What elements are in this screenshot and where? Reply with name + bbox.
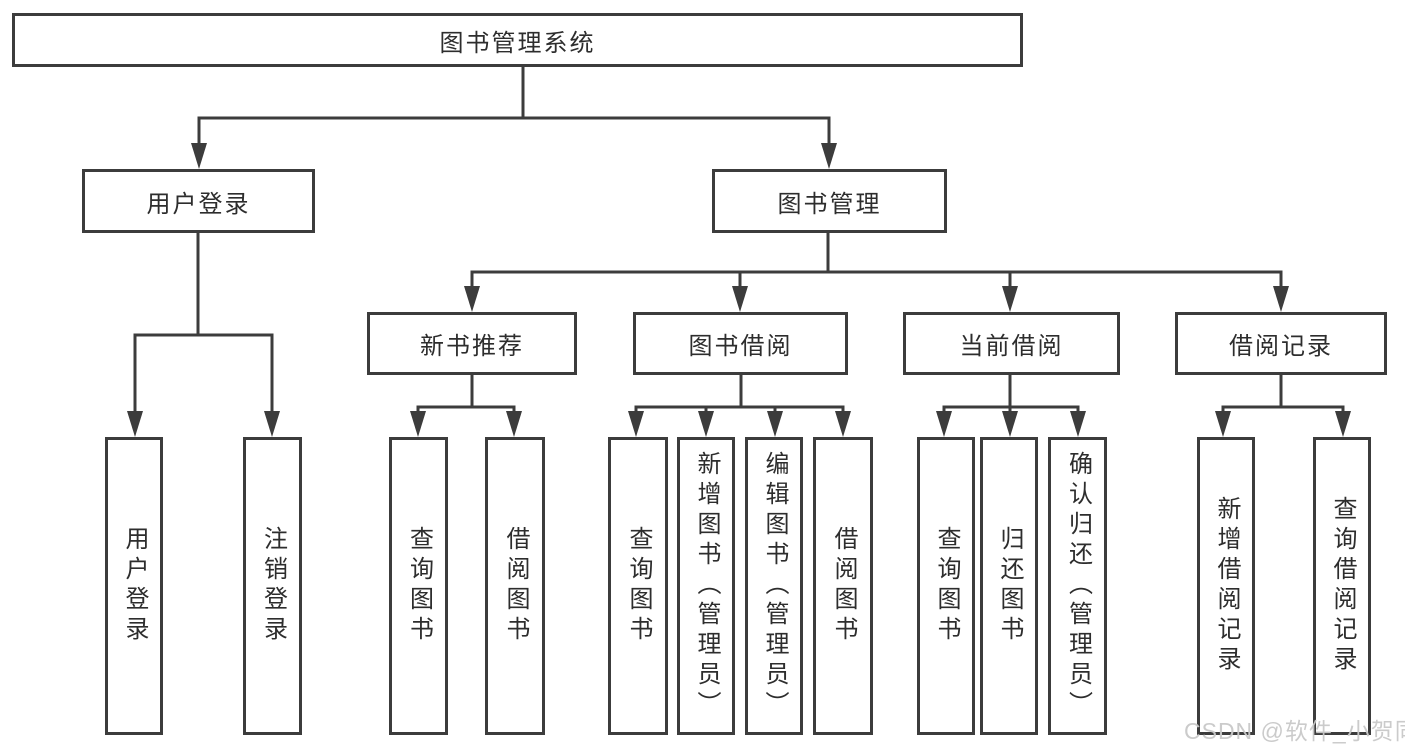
- csdn-watermark: CSDN @软件_小贺同学: [1184, 718, 1405, 744]
- node-user-login: 用户登录: [82, 169, 315, 233]
- leaf-records-query-borrow-record: 查询借阅记录: [1313, 437, 1371, 735]
- leaf-user-login: 用户登录: [105, 437, 163, 735]
- leaf-borrow-query-books: 查询图书: [608, 437, 668, 735]
- node-book-borrow: 图书借阅: [633, 312, 848, 375]
- leaf-borrow-edit-books-admin: 编辑图书（管理员）: [745, 437, 803, 735]
- leaf-current-return-books: 归还图书: [980, 437, 1038, 735]
- node-root-library-system: 图书管理系统: [12, 13, 1023, 67]
- leaf-newbook-borrow-books: 借阅图书: [485, 437, 545, 735]
- leaf-records-add-borrow-record: 新增借阅记录: [1197, 437, 1255, 735]
- node-current-borrow: 当前借阅: [903, 312, 1120, 375]
- leaf-logout: 注销登录: [243, 437, 302, 735]
- leaf-borrow-add-books-admin: 新增图书（管理员）: [677, 437, 735, 735]
- leaf-current-confirm-return-admin: 确认归还（管理员）: [1048, 437, 1107, 735]
- leaf-borrow-borrow-books: 借阅图书: [813, 437, 873, 735]
- node-new-book-recommend: 新书推荐: [367, 312, 577, 375]
- leaf-current-query-books: 查询图书: [917, 437, 975, 735]
- leaf-newbook-query-books: 查询图书: [389, 437, 448, 735]
- node-book-management: 图书管理: [712, 169, 947, 233]
- node-borrow-records: 借阅记录: [1175, 312, 1387, 375]
